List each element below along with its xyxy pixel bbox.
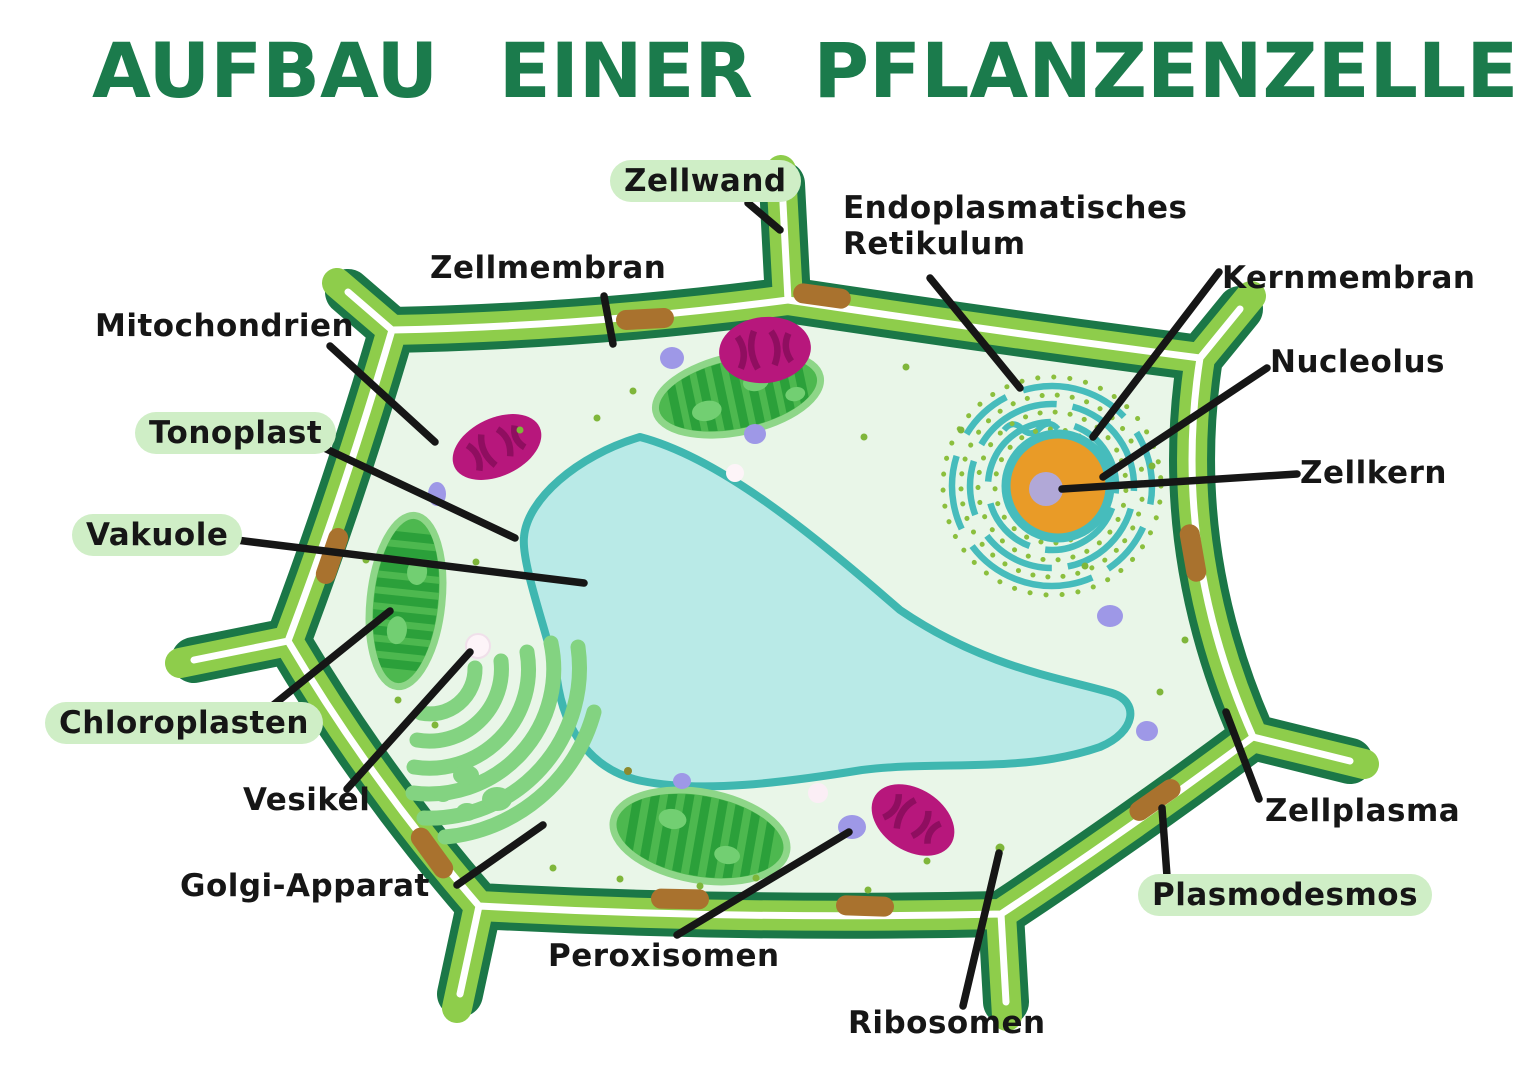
ribosome-dots [362,363,1189,894]
label-nucleolus: Nucleolus [1270,344,1445,380]
label-vakuole: Vakuole [72,514,243,556]
label-endoplasmatisches-retikulum: Endoplasmatisches Retikulum [843,190,1187,262]
mitochondrion [871,784,955,856]
nucleus [1001,429,1115,543]
label-peroxisomen: Peroxisomen [548,938,780,974]
label-chloroplasten: Chloroplasten [45,702,323,744]
golgi-vesicles [434,765,512,821]
label-vesikel: Vesikel [243,782,371,818]
plasmodesmos-bars [315,283,1207,917]
chloroplast [609,784,791,888]
label-er-line1: Endoplasmatisches [843,190,1188,226]
nucleolus [1029,472,1063,506]
label-tonoplast: Tonoplast [135,412,337,454]
label-kernmembran: Kernmembran [1222,260,1476,296]
label-mitochondrien: Mitochondrien [95,308,355,344]
diagram-title: AUFBAU EINER PFLANZENZELLE [92,26,1519,115]
label-er-line2: Retikulum [843,226,1026,262]
vesicles [465,464,828,803]
label-golgi-apparat: Golgi-Apparat [180,868,430,904]
label-ribosomen: Ribosomen [848,1005,1046,1041]
label-plasmodesmos: Plasmodesmos [1138,874,1433,916]
label-zellwand: Zellwand [610,160,801,202]
label-zellplasma: Zellplasma [1265,793,1461,829]
cell-wall [165,155,1379,1031]
mitochondrion [719,316,811,384]
label-zellmembran: Zellmembran [430,250,667,286]
label-zellkern: Zellkern [1300,455,1447,491]
vacuole [519,433,1135,791]
leader-lines [208,199,1301,1010]
